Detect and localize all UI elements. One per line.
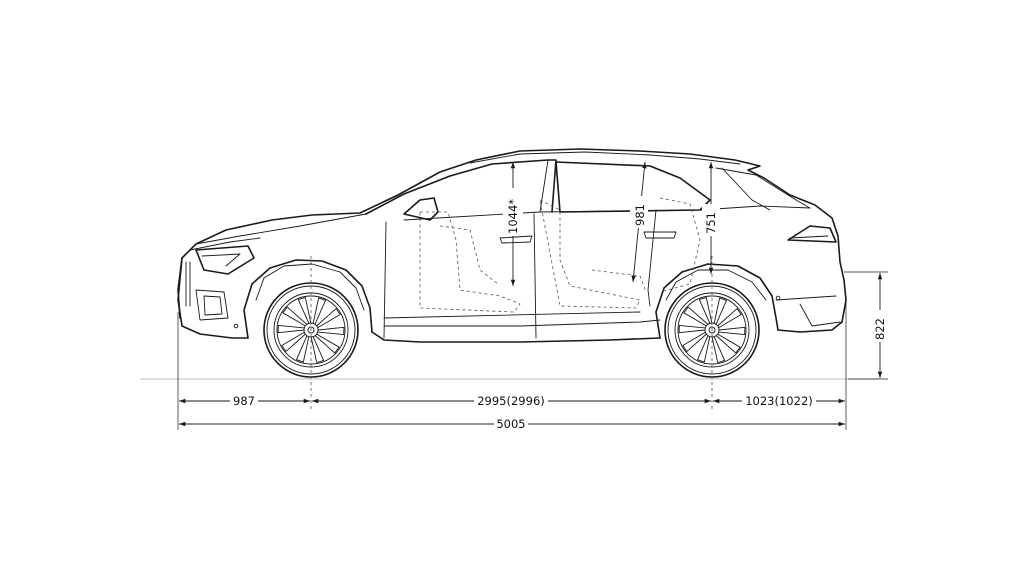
rim-spoke [316, 308, 341, 329]
dim-822: 822 [844, 271, 889, 380]
rear-headroom-label: 981 [633, 204, 647, 226]
dim-rear-overhang: 1023(1022) [713, 393, 845, 409]
rim-spoke [717, 308, 742, 329]
overall-length-label: 5005 [496, 417, 525, 431]
rim-spoke [317, 326, 345, 336]
front-overhang-label: 987 [233, 394, 255, 408]
wheelbase-label: 2995(2996) [477, 394, 545, 408]
rim-spoke [281, 331, 306, 352]
front-headroom-label: 1044* [506, 199, 520, 234]
rim-spoke [310, 336, 325, 363]
rim-spoke [678, 324, 706, 334]
dim-overall-length: 5005 [179, 416, 845, 432]
rim-spoke [277, 324, 305, 334]
height-822-label: 822 [873, 318, 887, 340]
rim-spoke [297, 297, 312, 324]
hub-logo [307, 326, 315, 334]
rear-overhang-label: 1023(1022) [745, 394, 813, 408]
car-side-profile [177, 148, 847, 343]
rim-spoke [711, 336, 726, 363]
dim-extension-lines [177, 300, 847, 430]
dim-wheelbase: 2995(2996) [312, 393, 711, 409]
rear-751-label: 751 [704, 212, 718, 234]
rim-spoke [697, 335, 711, 363]
rim-spoke [718, 326, 746, 336]
rim-spoke [282, 306, 308, 327]
dim-front-headroom: 1044* [503, 162, 523, 286]
rim-spoke [715, 333, 741, 354]
rim-spoke [698, 297, 713, 324]
rim-spoke [682, 331, 707, 352]
dim-front-overhang: 987 [179, 393, 310, 409]
rim-spoke [296, 335, 310, 363]
rim-spoke [312, 297, 326, 325]
dim-rear-headroom: 981 [630, 161, 648, 283]
rim-spoke [314, 333, 340, 354]
rim-spoke [683, 306, 709, 327]
dim-751: 751 [702, 162, 720, 274]
rim-spoke [713, 297, 727, 325]
hub-logo [708, 326, 716, 334]
